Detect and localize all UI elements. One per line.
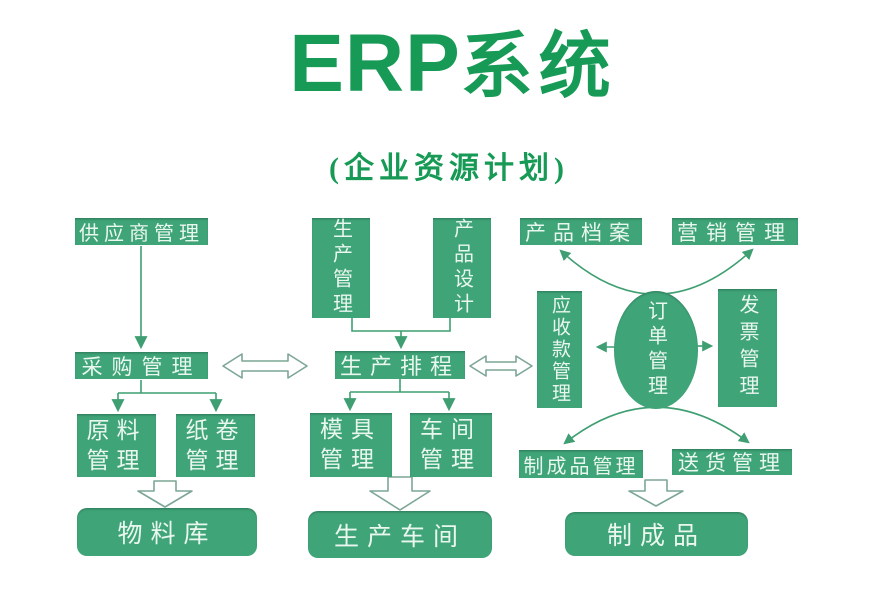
block-arrow-to-finished-goods — [628, 479, 684, 507]
title-latin: ERP — [289, 18, 461, 109]
node-production-scheduling: 生产排程 — [335, 351, 465, 379]
node-workshop-management: 车间管理 — [410, 413, 492, 477]
double-arrow-purchasing-scheduling — [222, 353, 308, 379]
node-supplier-management: 供应商管理 — [75, 218, 208, 245]
arrow-order-to-archive-and-marketing — [559, 248, 754, 296]
node-production-workshop: 生产车间 — [308, 511, 492, 558]
block-arrow-to-material-store — [137, 480, 193, 508]
node-production-management: 生产管理 — [312, 218, 370, 318]
page-subtitle: (企业资源计划) — [329, 152, 569, 185]
node-receivables-management: 应收款管理 — [537, 291, 582, 408]
node-marketing-management: 营销管理 — [672, 218, 798, 245]
node-mold-management: 模具管理 — [310, 413, 392, 477]
node-delivery-management: 送货管理 — [672, 449, 792, 475]
arrow-scheduling-to-mold-and-workshop — [343, 379, 456, 412]
diagram-header: ERP系统 (企业资源计划) — [0, 18, 878, 187]
title-cjk: 系统 — [460, 27, 617, 107]
node-finished-product-management: 制成品管理 — [519, 450, 643, 478]
node-material-warehouse: 物料库 — [77, 508, 257, 556]
node-invoice-management: 发票管理 — [718, 289, 777, 407]
node-raw-material-management: 原料管理 — [77, 414, 156, 477]
node-paper-roll-management: 纸卷管理 — [176, 414, 255, 477]
node-order-management: 订单管理 — [614, 291, 698, 409]
node-product-design: 产品设计 — [433, 218, 491, 318]
page-title: ERP系统 — [28, 18, 878, 133]
arrow-production-design-to-scheduling — [351, 318, 451, 350]
block-arrow-to-production-workshop — [369, 476, 431, 511]
arrow-order-to-finishedmgmt-and-delivery — [563, 406, 750, 445]
double-arrow-scheduling-receivables — [469, 355, 533, 377]
node-finished-goods: 制成品 — [565, 512, 748, 556]
node-purchasing-management: 采购管理 — [75, 352, 208, 379]
node-product-archive: 产品档案 — [520, 218, 642, 245]
arrow-purchasing-to-raw-and-paper — [111, 380, 223, 413]
